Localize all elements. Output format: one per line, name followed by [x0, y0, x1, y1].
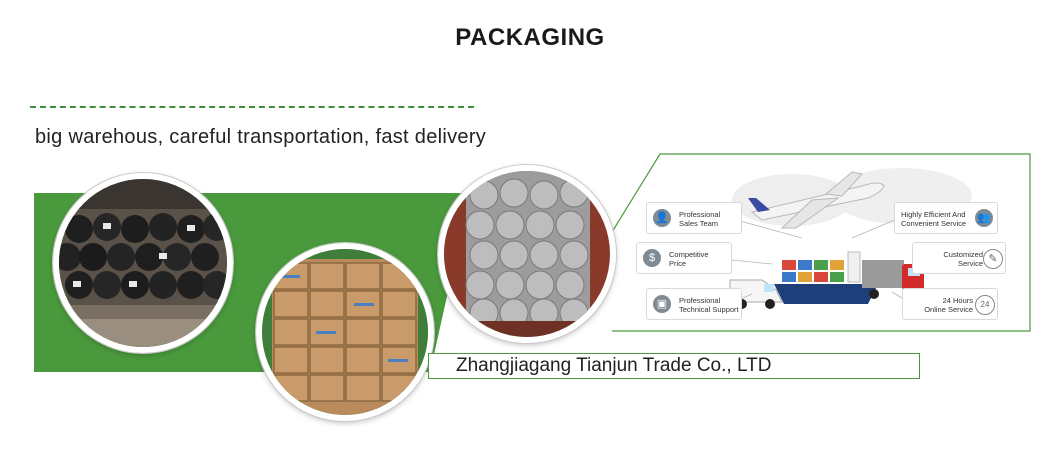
monitor-icon: ▣ [653, 295, 671, 313]
tagline: big warehous, careful transportation, fa… [35, 126, 487, 148]
service-panel: 👤 Professional Sales Team $ Competitive … [612, 154, 1030, 332]
photo-wrapped-rolls [438, 165, 616, 343]
service-efficient: Highly Efficient And Convenient Service … [894, 202, 998, 234]
coins-icon: $ [643, 249, 661, 267]
airplane-graphic [748, 171, 885, 229]
service-label: Professional Sales Team [679, 210, 721, 228]
pencil-icon: ✎ [983, 249, 1003, 269]
company-name: Zhangjiagang Tianjun Trade Co., LTD [456, 355, 772, 376]
service-competitive-price: $ Competitive Price [636, 242, 732, 274]
service-label: 24 Hours Online Service [924, 296, 973, 314]
white-van-graphic [729, 279, 783, 309]
group-icon: 👥 [975, 209, 993, 227]
photo-black-rolls [53, 173, 233, 353]
service-label: Highly Efficient And Convenient Service [901, 210, 967, 228]
company-box [428, 353, 920, 379]
service-professional-sales: 👤 Professional Sales Team [646, 202, 742, 234]
service-online: 24 Hours Online Service 24 [902, 288, 998, 320]
service-technical-support: ▣ Professional Technical Support [646, 288, 742, 320]
photo-cartons [256, 243, 434, 421]
page-title: PACKAGING [455, 24, 605, 51]
service-customized: Customized Service ✎ [912, 242, 1006, 274]
24h-clock-icon: 24 [975, 295, 995, 315]
service-label: Professional Technical Support [679, 296, 739, 314]
people-icon: 👤 [653, 209, 671, 227]
cargo-ship-graphic [774, 251, 878, 304]
dashed-divider [30, 106, 474, 108]
service-label: Customized Service [943, 250, 983, 268]
service-label: Competitive Price [669, 250, 709, 268]
